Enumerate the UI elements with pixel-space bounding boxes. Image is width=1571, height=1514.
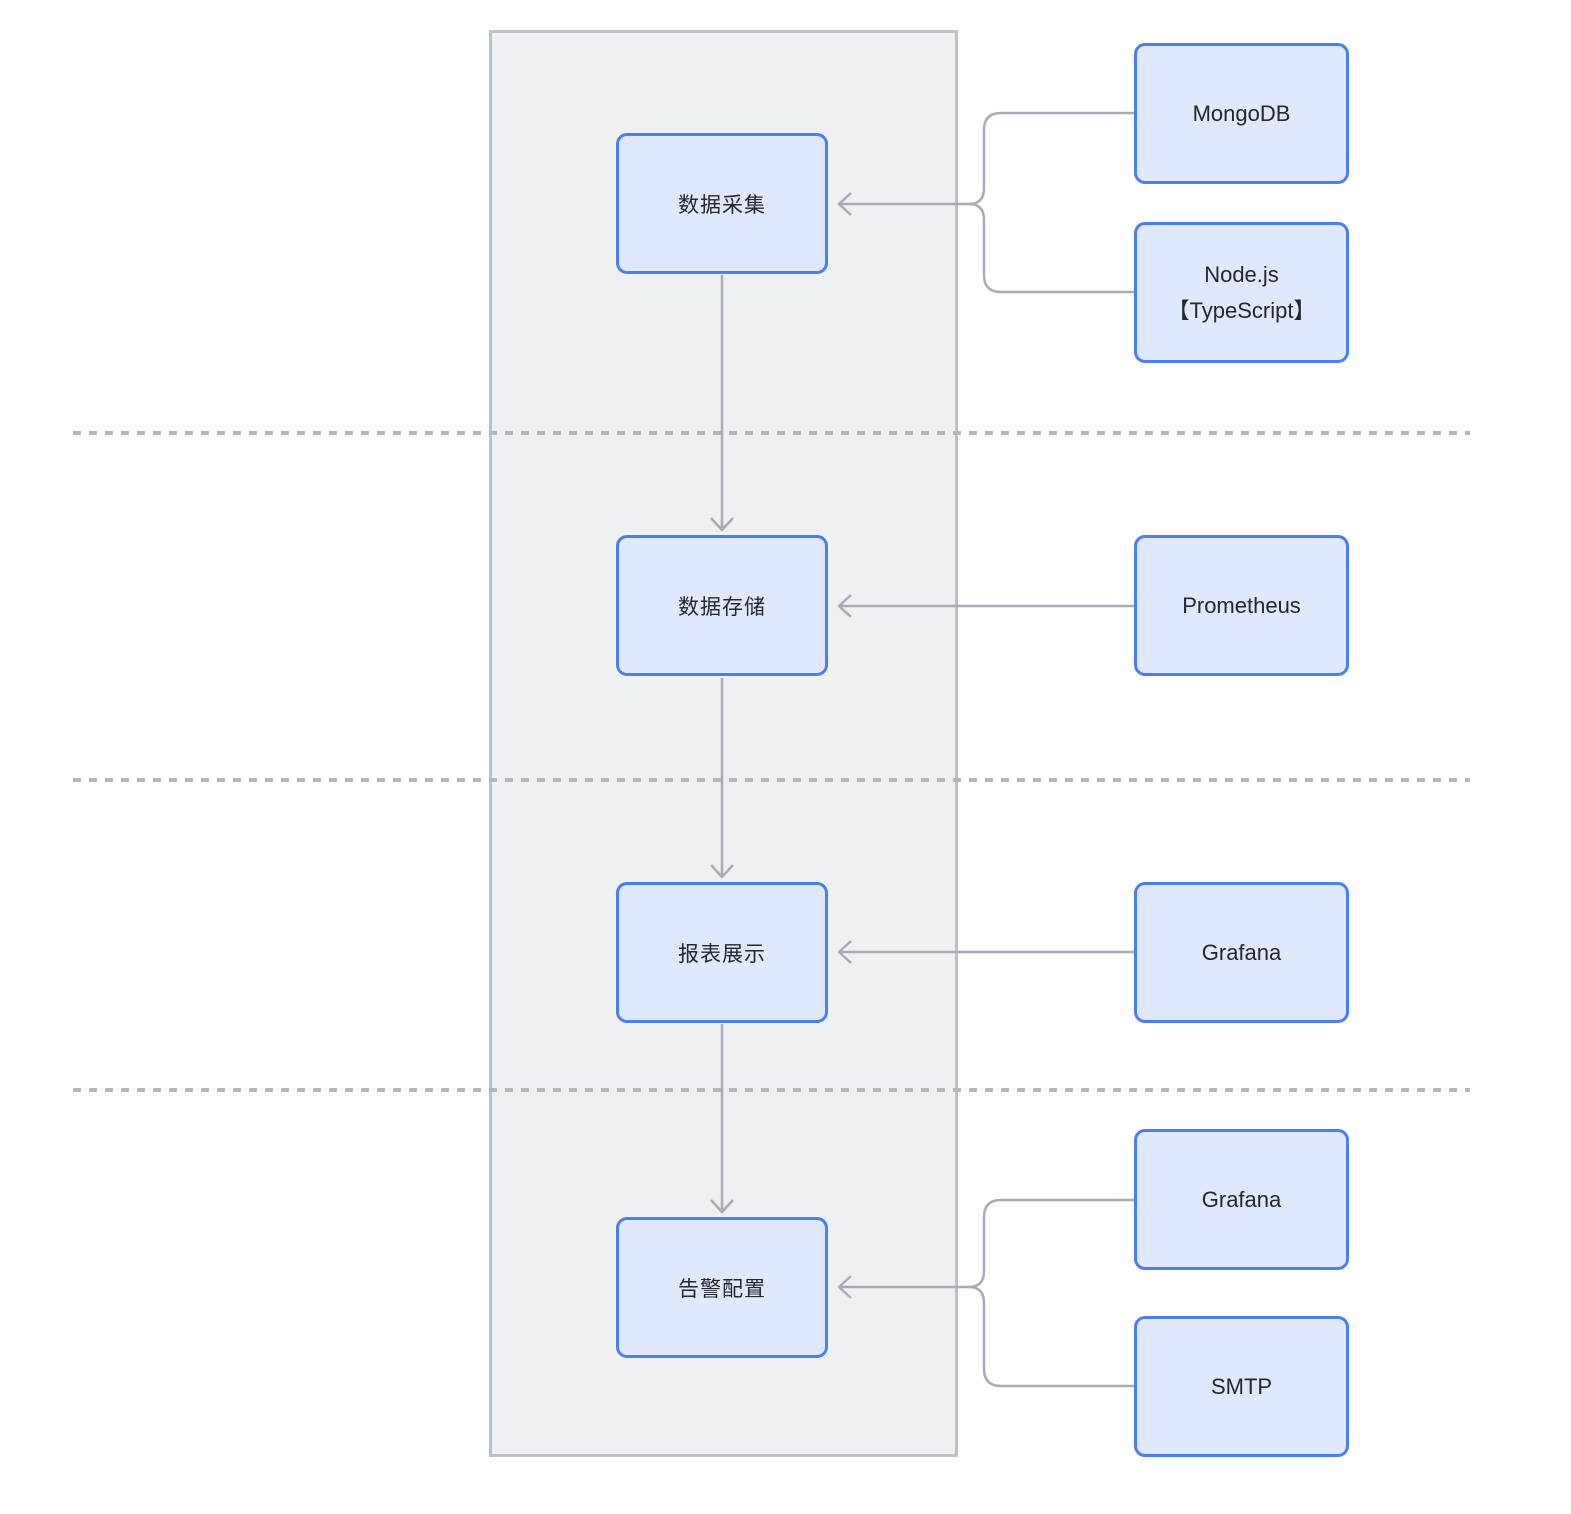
tech-node-grafana-report[interactable]: Grafana <box>1134 882 1349 1023</box>
tech-node-label: Grafana <box>1201 939 1282 965</box>
tech-node-label: MongoDB <box>1192 100 1291 126</box>
flow-node-alert-config[interactable]: 告警配置 <box>616 1217 828 1358</box>
tech-node-prometheus[interactable]: Prometheus <box>1134 535 1349 676</box>
section-divider-3 <box>73 1088 1470 1092</box>
tech-node-label: Grafana <box>1201 1186 1282 1212</box>
section-divider-2 <box>73 778 1470 782</box>
flow-node-label: 告警配置 <box>678 1277 766 1301</box>
flow-node-report-display[interactable]: 报表展示 <box>616 882 828 1023</box>
edge-grafana-to-alert-config <box>968 1198 1134 1289</box>
flow-node-data-collection[interactable]: 数据采集 <box>616 133 828 274</box>
tech-node-nodejs-typescript[interactable]: Node.js 【TypeScript】 <box>1134 222 1349 363</box>
section-divider-1 <box>73 431 1470 435</box>
tech-node-label-line2: 【TypeScript】 <box>1167 297 1316 323</box>
flow-node-label: 数据存储 <box>678 595 766 619</box>
edge-mongodb-to-data-collection <box>968 111 1134 206</box>
tech-node-label: Prometheus <box>1182 592 1301 618</box>
tech-node-label: SMTP <box>1210 1373 1273 1399</box>
flow-node-label: 数据采集 <box>678 193 766 217</box>
flow-node-data-storage[interactable]: 数据存储 <box>616 535 828 676</box>
edge-smtp-to-alert-config <box>968 1285 1134 1388</box>
tech-node-grafana-alert[interactable]: Grafana <box>1134 1129 1349 1270</box>
flow-node-label: 报表展示 <box>678 942 766 966</box>
tech-node-mongodb[interactable]: MongoDB <box>1134 43 1349 184</box>
tech-node-label-line1: Node.js <box>1204 261 1279 287</box>
tech-node-smtp[interactable]: SMTP <box>1134 1316 1349 1457</box>
edge-nodejs-to-data-collection <box>968 202 1134 294</box>
